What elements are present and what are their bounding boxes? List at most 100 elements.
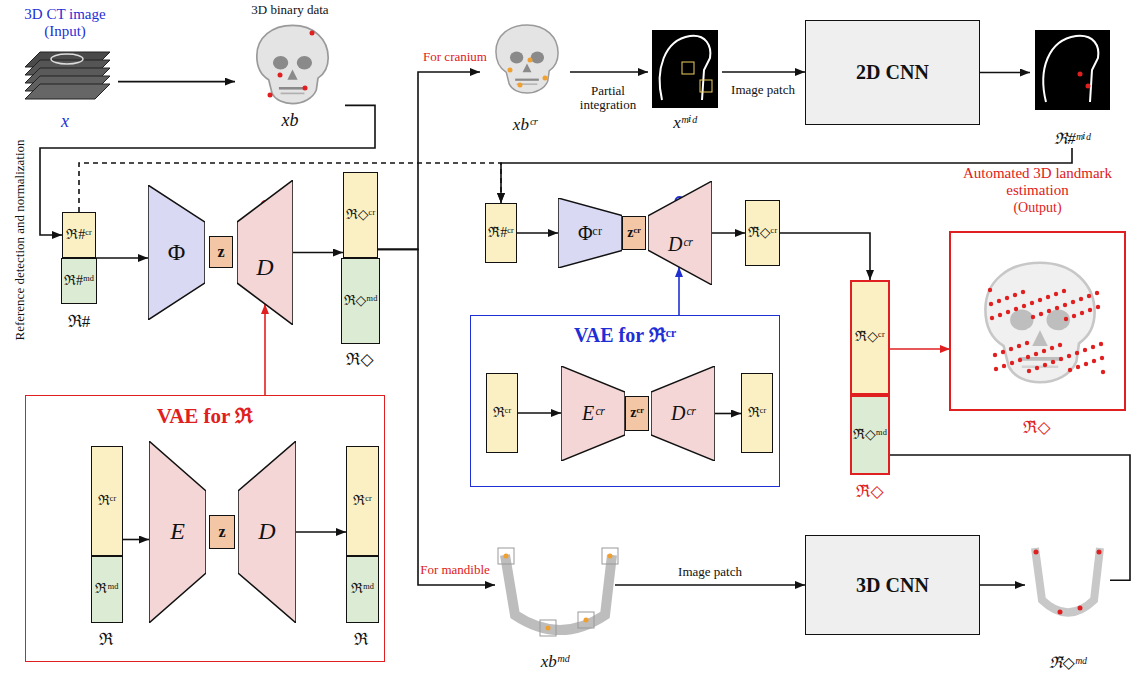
- landmark-dot: [1021, 290, 1025, 294]
- image-caption: x: [61, 111, 69, 132]
- shape-fill: [558, 198, 622, 268]
- node-label: Eᶜʳ: [582, 402, 604, 425]
- vae-frame: VAE for ℜᶜʳℜᶜʳEᶜʳzᶜʳDᶜʳℜᶜʳ: [470, 315, 780, 487]
- image-caption: 3D binary data: [251, 3, 328, 18]
- node-label: Φ: [168, 239, 186, 267]
- side-note: Reference detection and normalization: [13, 139, 27, 340]
- edge-label: Image patch: [670, 565, 750, 579]
- landmark-dot: [1101, 370, 1105, 374]
- mandible-bone: [505, 555, 612, 630]
- landmark-dot: [1063, 303, 1067, 307]
- vector-cell: ℜ̃◇ᶜʳ: [850, 280, 890, 395]
- connector: [780, 233, 870, 280]
- vector-cell: ℜᶜʳ: [486, 373, 518, 453]
- image-caption: ℜ̃◇ᵐᵈ: [1049, 654, 1087, 672]
- connector: [890, 348, 950, 350]
- connector: [722, 71, 805, 73]
- vector-label: ℜ: [99, 631, 113, 650]
- landmark-dot: [518, 83, 523, 88]
- skull-output: [985, 263, 1094, 383]
- landmark-dot: [997, 299, 1001, 303]
- vector-label: ℜ: [354, 631, 368, 650]
- node-label: ℜ̃◇ᶜʳ: [855, 329, 884, 345]
- vector-cell: ℜᶜʳ: [91, 446, 123, 556]
- landmark-dot: [1080, 311, 1084, 315]
- vector-label: For mandible: [420, 563, 490, 577]
- patch-box: [498, 548, 514, 564]
- landmark-dot: [1034, 550, 1039, 555]
- landmark-dot: [1075, 351, 1079, 355]
- decoder-trapezoid-outline: [237, 180, 293, 325]
- connector: [712, 232, 745, 234]
- landmark-dot: [528, 58, 533, 63]
- landmark-dot: [993, 353, 997, 357]
- network-box: 2D CNN: [805, 20, 980, 125]
- landmark-dot: [1086, 84, 1091, 89]
- node-label: ℜᶜʳ: [748, 405, 767, 421]
- vector-cell: ℜᵐᵈ: [346, 556, 379, 623]
- image-node: Automated 3D landmark estimation(Output): [950, 165, 1125, 410]
- vector-cell: ℜ̃◇ᵐᵈ: [850, 395, 890, 475]
- image-caption: xb: [282, 110, 299, 131]
- node-label: 3D CNN: [856, 574, 929, 597]
- landmark-dot: [1009, 347, 1013, 351]
- vector-cell: ℜ◇ᶜʳ: [343, 172, 378, 258]
- connector: [517, 232, 558, 234]
- landmark-dot: [1034, 352, 1038, 356]
- landmark-dot: [1051, 360, 1055, 364]
- vector-label: ℜ̃◇: [1023, 419, 1050, 438]
- node-label: z: [217, 243, 224, 261]
- patch-box: [540, 620, 556, 636]
- image-node: ℜ#ᵐⁱᵈ: [1030, 28, 1114, 148]
- connector: [678, 267, 680, 315]
- landmark-dot: [1058, 343, 1062, 347]
- vector-label: ℜ#: [68, 313, 91, 332]
- landmark-dot: [1078, 606, 1083, 611]
- node-label: ℜᶜʳ: [353, 493, 372, 509]
- connector: [118, 81, 235, 83]
- landmark-dot: [1084, 362, 1088, 366]
- connector: [615, 584, 805, 586]
- connector: [123, 539, 149, 541]
- skull-cranium: [496, 25, 558, 93]
- connector: [293, 252, 343, 254]
- landmark-dot: [1026, 355, 1030, 359]
- vector-cell: z: [209, 236, 233, 268]
- vector-cell: ℜᶜʳ: [741, 373, 773, 453]
- landmark-dot: [546, 626, 551, 631]
- landmark-dot: [1027, 369, 1031, 373]
- vector-cell: ℜ#ᵐᵈ: [61, 258, 97, 304]
- node-label: ℜᶜʳ: [493, 405, 512, 421]
- output-frame: [950, 232, 1125, 410]
- landmark-dot: [988, 288, 992, 292]
- node-label: ℜ̃#ᶜʳ: [488, 225, 514, 241]
- vector-cell: ℜ̃◇ᶜʳ: [745, 200, 780, 266]
- landmark-dot: [508, 68, 513, 73]
- node-label: ℜ̃◇ᶜʳ: [748, 225, 777, 241]
- node-label: Dᶜʳ: [668, 233, 692, 256]
- patch-box: [682, 62, 694, 74]
- landmark-dot: [1042, 349, 1046, 353]
- landmark-dot: [1002, 364, 1006, 368]
- landmark-dot: [1059, 357, 1063, 361]
- decoder-trapezoid: D: [238, 441, 296, 623]
- landmark-dot: [1087, 294, 1091, 298]
- image-caption: xbᶜʳ: [513, 115, 537, 135]
- node-label: z: [218, 523, 225, 541]
- landmark-dot: [998, 313, 1002, 317]
- node-label: ℜᵐᵈ: [351, 581, 374, 597]
- shape-fill: [237, 180, 293, 325]
- vector-cell: ℜ̃#ᶜʳ: [485, 203, 517, 263]
- landmark-dot: [1046, 295, 1050, 299]
- encoder-trapezoid: Φᶜʳ: [558, 198, 622, 268]
- node-label: VAE for ℜ: [157, 404, 254, 428]
- landmark-dot: [1054, 292, 1058, 296]
- shape-fill: [648, 181, 712, 285]
- landmark-dot: [1097, 550, 1102, 555]
- network-box: 3D CNN: [805, 535, 980, 635]
- landmark-dot: [1076, 365, 1080, 369]
- decoder-trapezoid: Dᶜʳ: [651, 366, 715, 461]
- image-node: ℜ̃◇ᵐᵈ: [1025, 535, 1110, 672]
- connector: [518, 412, 561, 414]
- image-caption: 3D CT image: [24, 6, 105, 23]
